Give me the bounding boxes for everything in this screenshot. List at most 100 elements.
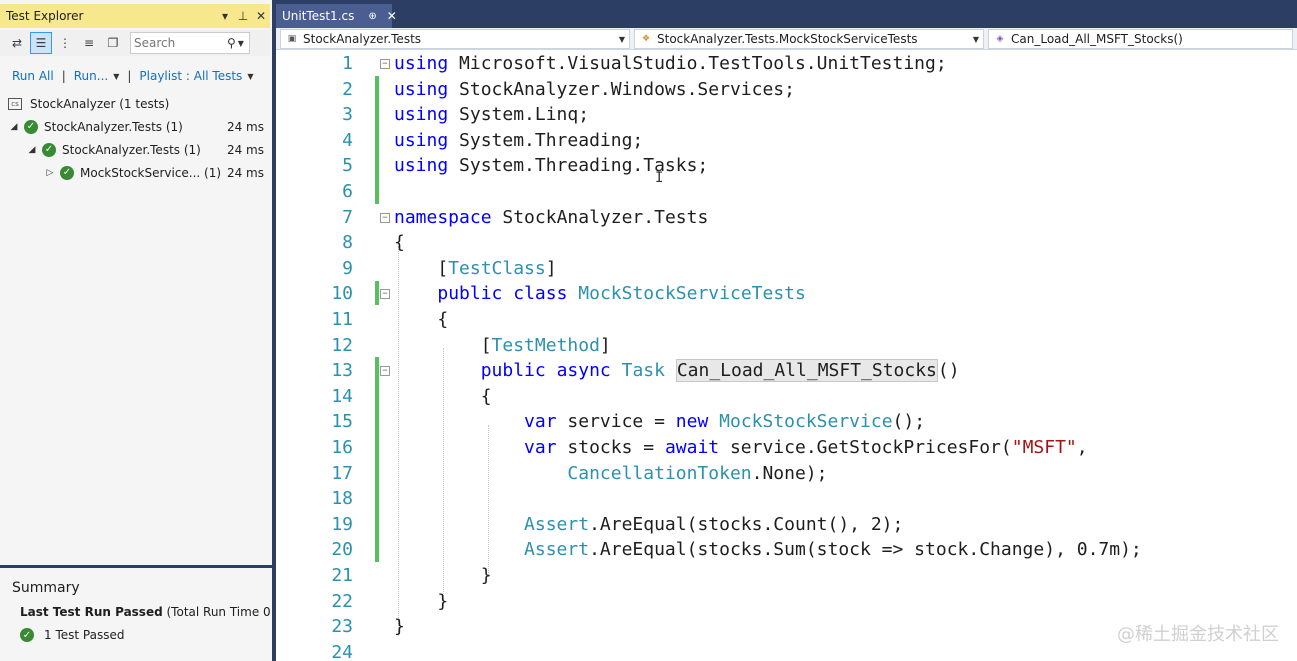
test-search-box[interactable]: ⚲ ▼: [130, 32, 250, 54]
code-line: 20 Assert.AreEqual(stocks.Sum(stock => s…: [276, 537, 1297, 563]
code-line: 22 }: [276, 589, 1297, 615]
summary-pane: Summary Last Test Run Passed (Total Run …: [0, 568, 270, 661]
indent-guide: [488, 425, 489, 577]
tab-unittest1-cs[interactable]: UnitTest1.cs ⊕ ✕: [276, 4, 397, 28]
code-text: var service = new MockStockService();: [524, 411, 926, 433]
code-line: 18: [276, 486, 1297, 512]
code-area[interactable]: 1 − using Microsoft.VisualStudio.TestToo…: [276, 50, 1297, 661]
tab-label: UnitTest1.cs: [282, 9, 355, 23]
tree-row-label: MockStockService... (1): [80, 165, 222, 180]
playlist-dropdown-icon[interactable]: ▼: [247, 71, 254, 81]
code-text: }: [394, 616, 405, 638]
pin-icon[interactable]: ⊥: [237, 9, 249, 23]
copy-icon[interactable]: ❐: [107, 36, 119, 50]
line-number: 20: [331, 539, 353, 561]
passed-icon: ✓: [20, 628, 34, 642]
code-line: 5 using System.Threading.Tasks;: [276, 153, 1297, 179]
test-explorer-title-bar: Test Explorer ▾ ⊥ ✕: [0, 4, 270, 28]
expand-all-icon[interactable]: ≡: [83, 36, 95, 50]
change-bar: [375, 357, 379, 562]
collapse-icon[interactable]: −: [380, 59, 390, 69]
close-tab-icon[interactable]: ✕: [386, 9, 397, 23]
member-dropdown[interactable]: ◈ Can_Load_All_MSFT_Stocks(): [988, 29, 1293, 49]
code-line: 12 [TestMethod]: [276, 333, 1297, 359]
last-run-time: (Total Run Time 0:00:0: [166, 605, 271, 619]
passed-count[interactable]: ✓ 1 Test Passed: [20, 628, 124, 642]
code-line: 21 }: [276, 563, 1297, 589]
collapse-icon[interactable]: −: [380, 212, 390, 223]
code-editor: UnitTest1.cs ⊕ ✕ ▣ StockAnalyzer.Tests ▼…: [276, 0, 1297, 661]
indent-guide: [443, 348, 444, 606]
line-number: 12: [331, 334, 353, 356]
type-dropdown[interactable]: ❖ StockAnalyzer.Tests.MockStockServiceTe…: [634, 29, 984, 49]
line-number: 2: [342, 78, 353, 100]
collapse-icon[interactable]: −: [380, 366, 390, 377]
chevron-down-icon: ▼: [972, 34, 979, 44]
change-bar: [375, 281, 379, 305]
passed-icon: ✓: [60, 165, 74, 180]
expand-arrow-icon[interactable]: ▷: [46, 167, 54, 178]
passed-count-label: 1 Test Passed: [44, 628, 125, 642]
tree-row[interactable]: ▷ ✓ MockStockService... (1) 24 ms: [0, 161, 270, 184]
collapse-icon[interactable]: −: [380, 289, 390, 300]
watermark: @稀土掘金技术社区: [1117, 624, 1279, 645]
project-dropdown-label: StockAnalyzer.Tests: [303, 32, 422, 46]
splitter[interactable]: [0, 565, 272, 568]
tree-row-duration: 24 ms: [226, 142, 264, 157]
tree-row[interactable]: ◢ ✓ StockAnalyzer.Tests (1) 24 ms: [0, 138, 270, 161]
tree-row[interactable]: ◢ ✓ StockAnalyzer.Tests (1) 24 ms: [0, 115, 270, 138]
code-text: using System.Threading.Tasks;: [394, 155, 709, 177]
search-input[interactable]: [131, 33, 223, 53]
code-text: }: [394, 565, 492, 586]
code-text: public async Task Can_Load_All_MSFT_Stoc…: [480, 359, 960, 383]
code-text: {: [394, 309, 449, 330]
line-number: 22: [331, 590, 353, 612]
search-icon[interactable]: ⚲: [227, 36, 236, 50]
line-number: 1: [342, 53, 353, 74]
code-text: [TestClass]: [394, 257, 557, 279]
search-dropdown-icon[interactable]: ▼: [237, 38, 244, 48]
tree-row[interactable]: cs StockAnalyzer (1 tests): [0, 92, 270, 115]
line-number: 19: [331, 513, 353, 535]
last-run-status: Last Test Run Passed (Total Run Time 0:0…: [20, 605, 270, 619]
playlist-link[interactable]: Playlist : All Tests: [139, 69, 243, 83]
indent-guide: [398, 246, 399, 636]
code-line: 6: [276, 179, 1297, 205]
close-icon[interactable]: ✕: [255, 9, 267, 23]
code-line: 19 Assert.AreEqual(stocks.Count(), 2);: [276, 512, 1297, 538]
code-line: 1 − using Microsoft.VisualStudio.TestToo…: [276, 51, 1297, 77]
line-number: 11: [331, 309, 353, 330]
line-number: 6: [342, 181, 353, 202]
line-number: 10: [331, 283, 353, 305]
code-line: 7 − namespace StockAnalyzer.Tests: [276, 205, 1297, 231]
code-line: 17 CancellationToken.None);: [276, 461, 1297, 487]
group-by-icon[interactable]: ☰: [30, 32, 52, 54]
class-icon: ❖: [641, 34, 651, 44]
collapse-arrow-icon[interactable]: ◢: [10, 121, 18, 132]
code-line: 9 [TestClass]: [276, 256, 1297, 282]
test-actions-bar: Run All | Run... ▼ | Playlist : All Test…: [0, 64, 270, 88]
line-number: 15: [331, 411, 353, 433]
line-number: 5: [342, 155, 353, 177]
chevron-down-icon: ▼: [618, 34, 625, 44]
passed-icon: ✓: [24, 119, 38, 134]
code-text: namespace StockAnalyzer.Tests: [394, 206, 709, 228]
run-dropdown-icon[interactable]: ▼: [113, 71, 120, 81]
tree-row-label: StockAnalyzer.Tests (1): [44, 119, 183, 134]
change-bar: [375, 76, 379, 204]
collapse-arrow-icon[interactable]: ◢: [28, 144, 36, 155]
window-position-dropdown-icon[interactable]: ▾: [221, 9, 229, 23]
hierarchy-icon[interactable]: ⋮: [59, 36, 71, 50]
run-link[interactable]: Run...: [73, 69, 109, 83]
line-number: 24: [331, 641, 353, 661]
run-tests-after-build-icon[interactable]: ⇄: [11, 36, 23, 50]
line-number: 4: [342, 129, 353, 151]
line-number: 16: [331, 437, 353, 458]
project-dropdown[interactable]: ▣ StockAnalyzer.Tests ▼: [280, 29, 630, 49]
code-line: 8 {: [276, 230, 1297, 256]
code-line: 16 var stocks = await service.GetStockPr…: [276, 435, 1297, 461]
pin-tab-icon[interactable]: ⊕: [368, 10, 377, 22]
run-all-link[interactable]: Run All: [12, 69, 54, 83]
tree-row-duration: 24 ms: [226, 165, 264, 180]
